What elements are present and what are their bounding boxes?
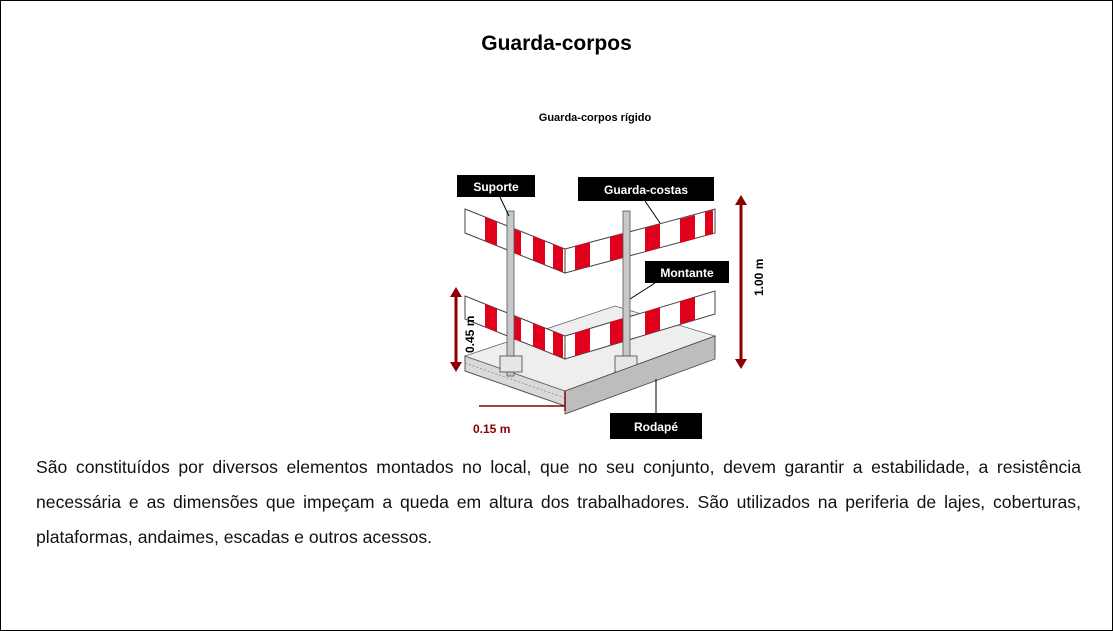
page-title: Guarda-corpos [481, 32, 632, 55]
dimension-045-label: 0.45 m [463, 316, 477, 353]
label-rodape: Rodapé [610, 379, 702, 439]
label-rodape-text: Rodapé [634, 420, 678, 434]
label-guarda-costas: Guarda-costas [578, 177, 714, 224]
dimension-100-label: 1.00 m [752, 259, 766, 296]
dimension-015-label: 0.15 m [473, 422, 510, 436]
mid-rail [464, 290, 716, 360]
label-montante-text: Montante [660, 266, 714, 280]
dimension-100: 1.00 m [735, 195, 766, 369]
dimension-015: 0.15 m [473, 391, 566, 436]
label-guarda-costas-text: Guarda-costas [604, 183, 688, 197]
label-suporte: Suporte [457, 175, 535, 217]
figure-heading: Guarda-corpos rígido [539, 112, 652, 124]
guardrail-illustration: Guarda-corpos rígido [445, 101, 775, 446]
label-montante: Montante [629, 261, 729, 300]
top-rail [464, 208, 716, 274]
description-paragraph: São constituídos por diversos elementos … [36, 457, 1081, 547]
dimension-045: 0.45 m [450, 287, 477, 372]
label-suporte-text: Suporte [473, 180, 519, 194]
post-left [499, 210, 523, 377]
